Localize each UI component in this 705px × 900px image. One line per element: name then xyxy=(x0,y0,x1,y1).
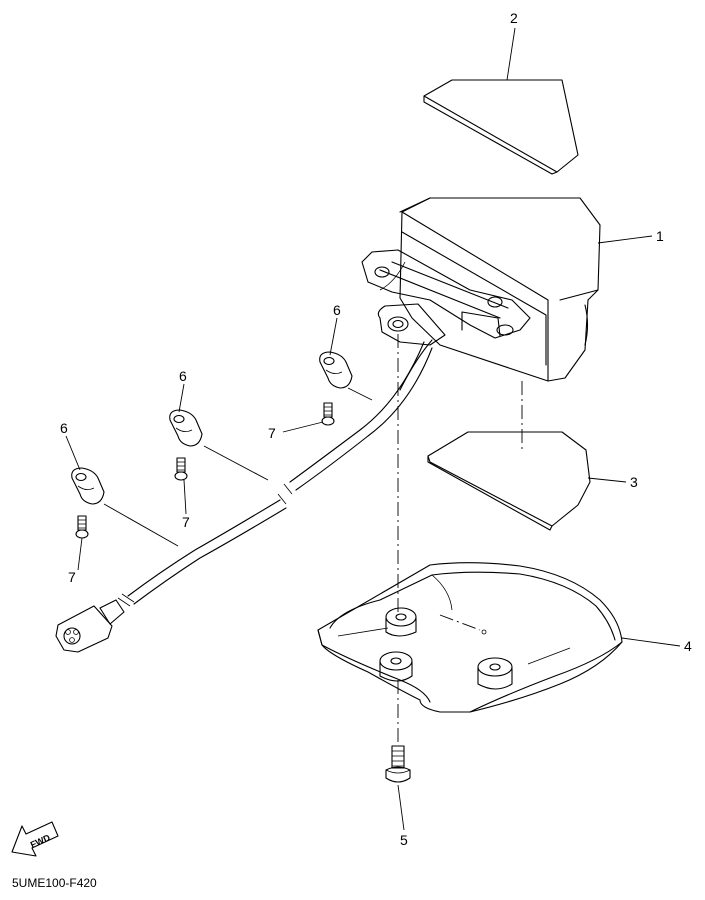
part-3-pad[interactable] xyxy=(427,431,591,531)
callout-2: 2 xyxy=(510,10,518,26)
part-2-pad[interactable] xyxy=(423,79,579,175)
callout-5: 5 xyxy=(400,832,408,848)
alignment-lines xyxy=(397,334,523,744)
callout-7-a: 7 xyxy=(268,425,276,441)
part-6-clamp-c[interactable] xyxy=(71,467,105,505)
callout-6-c: 6 xyxy=(60,420,68,436)
fwd-label: FWD xyxy=(29,832,52,850)
part-7-screw-b[interactable] xyxy=(174,457,188,481)
callout-7-b: 7 xyxy=(182,514,190,530)
callout-6-a: 6 xyxy=(333,302,341,318)
fwd-arrow-icon: FWD xyxy=(11,821,59,857)
part-6-clamp-a[interactable] xyxy=(319,351,353,389)
callout-6-b: 6 xyxy=(179,368,187,384)
part-5-bolt[interactable] xyxy=(385,745,411,783)
callout-4: 4 xyxy=(684,638,692,654)
callout-7-c: 7 xyxy=(68,569,76,585)
callout-3: 3 xyxy=(630,474,638,490)
leader-lines xyxy=(65,27,681,831)
part-6-clamp-b[interactable] xyxy=(169,409,203,447)
part-4-tail-cover[interactable] xyxy=(317,562,623,713)
callout-1: 1 xyxy=(656,228,664,244)
part-7-screw-a[interactable] xyxy=(321,402,335,426)
part-1-tail-light-unit[interactable] xyxy=(361,197,601,391)
wiring-harness[interactable] xyxy=(55,341,433,653)
drawing-code: 5UME100-F420 xyxy=(12,876,97,890)
part-7-screw-c[interactable] xyxy=(75,515,89,539)
